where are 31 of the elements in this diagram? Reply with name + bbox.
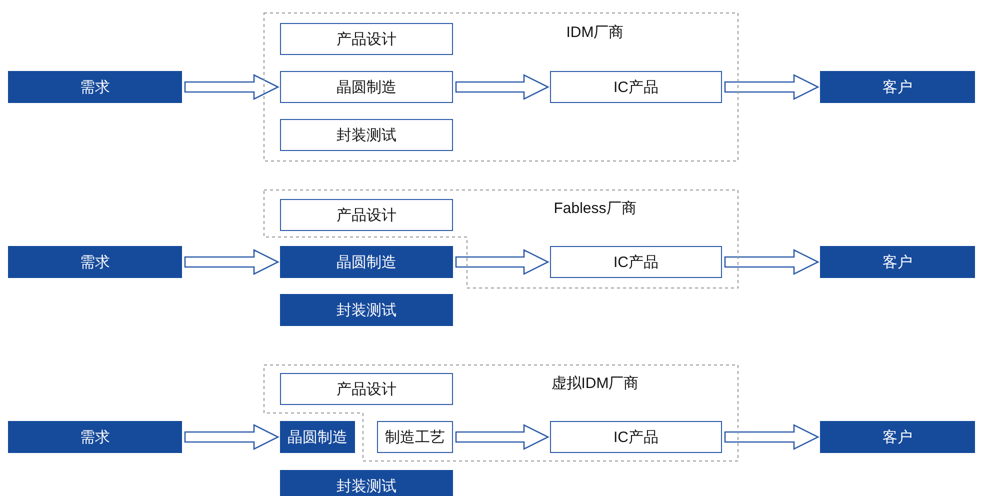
- block-arrow: [724, 248, 820, 276]
- group-title: Fabless厂商: [554, 199, 636, 218]
- process-box: IC产品: [550, 246, 722, 278]
- process-box: IC产品: [550, 421, 722, 453]
- block-arrow: [724, 424, 820, 450]
- group-title: IDM厂商: [566, 23, 624, 42]
- process-box: 客户: [820, 71, 975, 103]
- process-box: 晶圆制造: [280, 71, 453, 103]
- process-box: 客户: [820, 421, 975, 453]
- process-box: IC产品: [550, 71, 722, 103]
- process-box: 制造工艺: [377, 421, 453, 453]
- process-box: 封装测试: [280, 294, 453, 326]
- group-title: 虚拟IDM厂商: [551, 374, 639, 393]
- block-arrow: [455, 248, 550, 276]
- process-box: 产品设计: [280, 373, 453, 405]
- block-arrow: [455, 424, 550, 450]
- process-box: 产品设计: [280, 199, 453, 231]
- process-box: 客户: [820, 246, 975, 278]
- process-box: 封装测试: [280, 119, 453, 151]
- process-box: 晶圆制造: [280, 246, 453, 278]
- process-box: 晶圆制造: [280, 421, 355, 453]
- process-box: 需求: [8, 246, 182, 278]
- block-arrow: [184, 424, 280, 450]
- block-arrow: [724, 74, 820, 100]
- process-box: 封装测试: [280, 470, 453, 496]
- block-arrow: [455, 74, 550, 100]
- block-arrow: [184, 248, 280, 276]
- process-box: 产品设计: [280, 23, 453, 55]
- block-arrow: [184, 74, 280, 100]
- process-box: 需求: [8, 71, 182, 103]
- process-box: 需求: [8, 421, 182, 453]
